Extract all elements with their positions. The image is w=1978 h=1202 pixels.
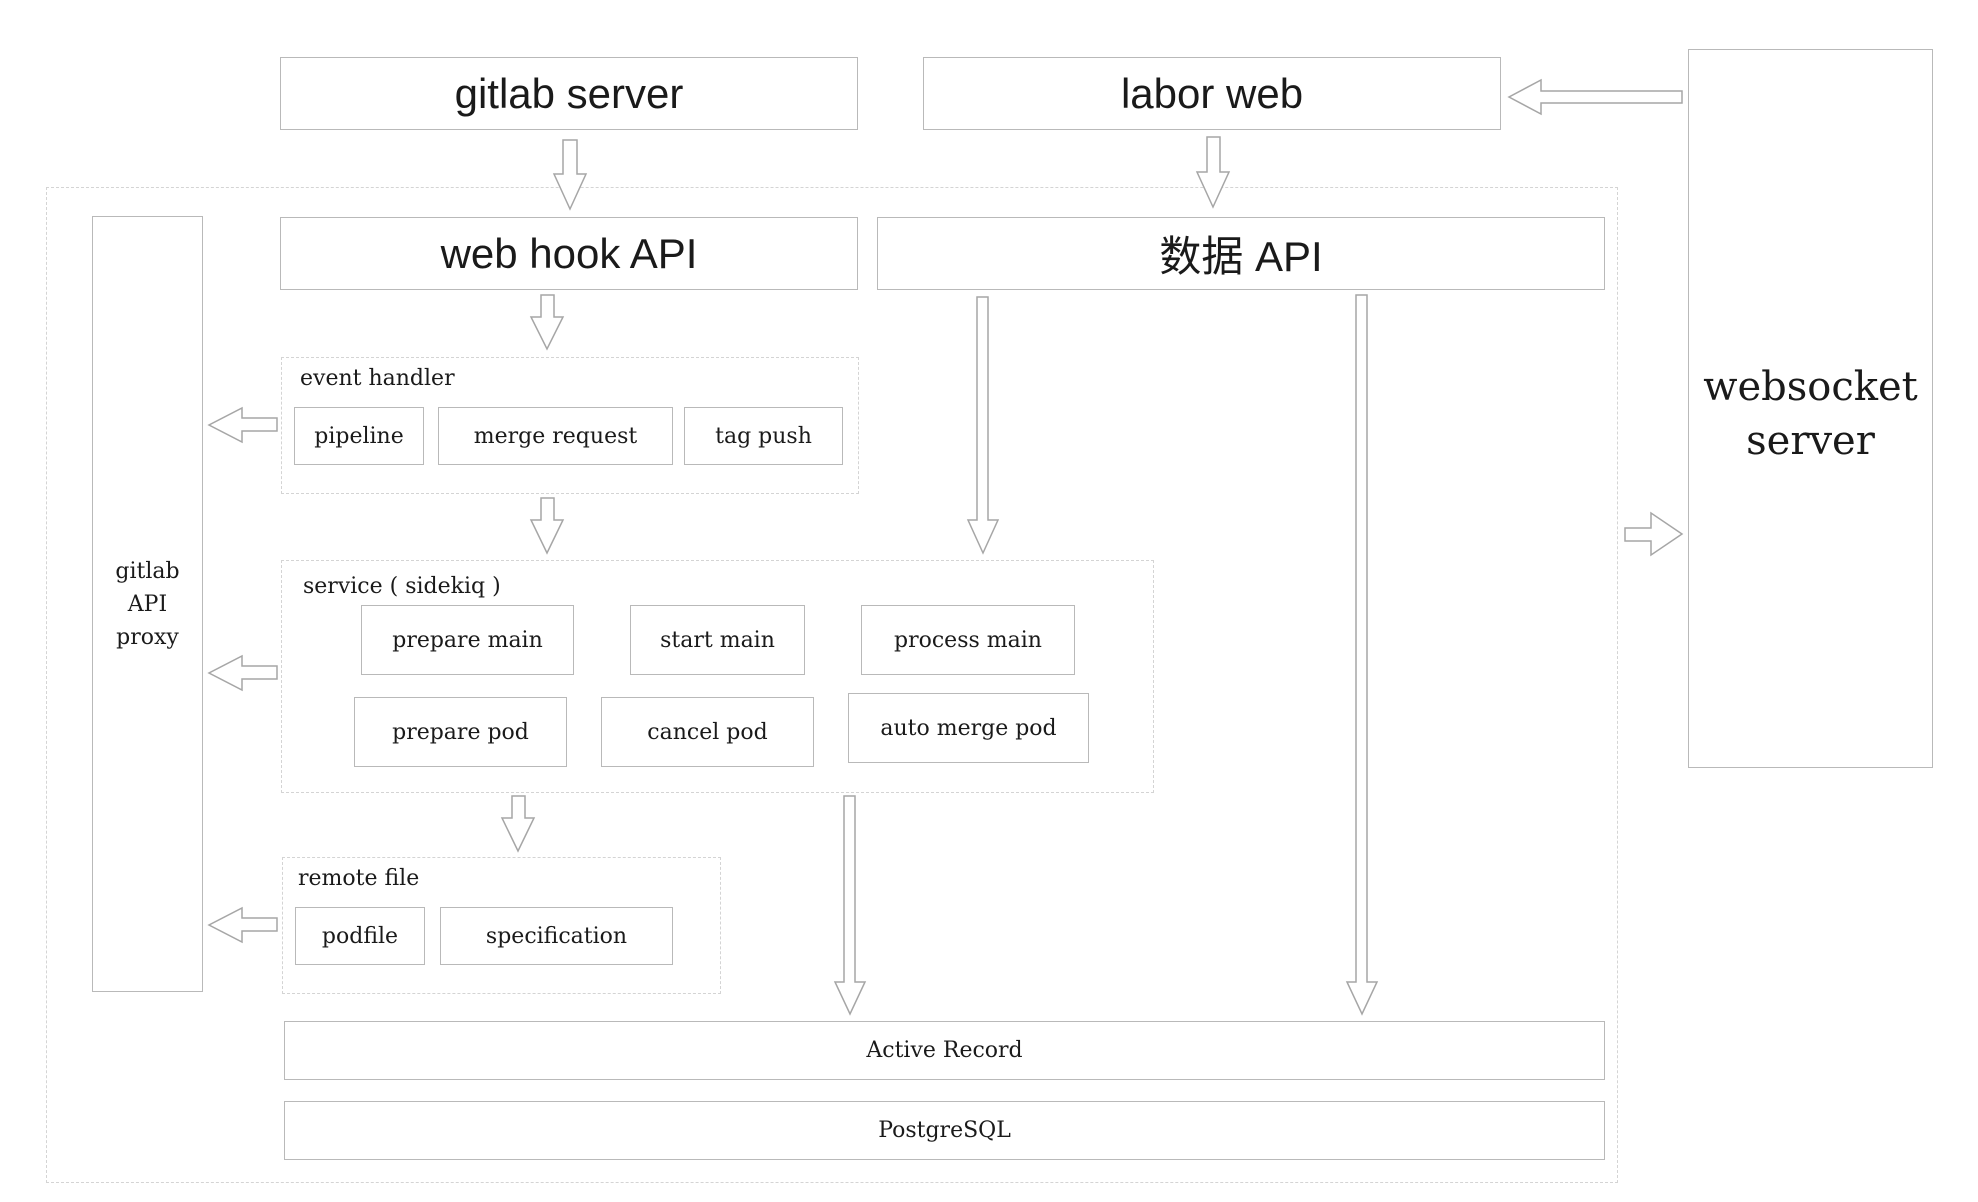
active-record-label: Active Record <box>866 1038 1023 1063</box>
arrow-down-laborweb-to-dataapi <box>1195 136 1231 209</box>
arrow-right-to-websocket <box>1624 511 1684 557</box>
process-main-box: process main <box>861 605 1075 675</box>
auto-merge-pod-label: auto merge pod <box>880 715 1057 741</box>
pipeline-label: pipeline <box>314 423 404 449</box>
labor-web-label: labor web <box>1120 69 1304 117</box>
web-hook-api-box: web hook API <box>280 217 858 290</box>
service-label: service ( sidekiq ) <box>303 574 501 599</box>
merge-request-box: merge request <box>438 407 673 465</box>
remote-file-label: remote file <box>298 866 420 891</box>
cancel-pod-box: cancel pod <box>601 697 814 767</box>
postgresql-box: PostgreSQL <box>284 1101 1605 1160</box>
backend-container <box>46 187 1618 1183</box>
data-api-label: 数据 API <box>1159 233 1323 280</box>
labor-web-box: labor web <box>923 57 1501 130</box>
event-handler-label: event handler <box>300 366 455 391</box>
prepare-pod-box: prepare pod <box>354 697 567 767</box>
websocket-server-box: websocket server <box>1688 49 1933 768</box>
proxy-label-line2: API <box>127 591 168 617</box>
prepare-main-box: prepare main <box>361 605 574 675</box>
arrow-down-webhook-to-event <box>529 294 565 351</box>
websocket-server-label-line1: websocket <box>1703 364 1918 410</box>
arrow-left-service-to-proxy <box>207 654 278 692</box>
prepare-main-label: prepare main <box>392 627 543 653</box>
auto-merge-pod-box: auto merge pod <box>848 693 1089 763</box>
gitlab-server-box: gitlab server <box>280 57 858 130</box>
arrow-left-event-to-proxy <box>207 406 278 444</box>
data-api-box: 数据 API <box>877 217 1605 290</box>
web-hook-api-label: web hook API <box>440 229 698 277</box>
start-main-label: start main <box>660 627 775 653</box>
process-main-label: process main <box>894 627 1042 653</box>
event-handler-group <box>281 357 859 494</box>
proxy-label-line1: gitlab <box>115 558 180 584</box>
proxy-label-line3: proxy <box>116 624 179 650</box>
gitlab-api-proxy-box: gitlab API proxy <box>92 216 203 992</box>
arrow-down-service-to-remote <box>500 795 536 853</box>
service-group <box>281 560 1154 793</box>
arrow-down-event-to-service <box>529 497 565 555</box>
cancel-pod-label: cancel pod <box>647 719 768 745</box>
websocket-server-label-line2: server <box>1746 418 1875 464</box>
arrow-down-dataapi-to-activerecord <box>1345 294 1379 1016</box>
active-record-box: Active Record <box>284 1021 1605 1080</box>
remote-file-group <box>282 857 721 994</box>
specification-label: specification <box>485 923 628 949</box>
postgresql-label: PostgreSQL <box>878 1118 1011 1143</box>
prepare-pod-label: prepare pod <box>392 719 529 745</box>
merge-request-label: merge request <box>473 423 638 449</box>
arrow-down-service-to-activerecord <box>833 795 867 1016</box>
podfile-label: podfile <box>321 923 399 949</box>
specification-box: specification <box>440 907 673 965</box>
podfile-box: podfile <box>295 907 425 965</box>
start-main-box: start main <box>630 605 805 675</box>
arrow-left-websocket-to-laborweb <box>1507 78 1683 116</box>
gitlab-server-label: gitlab server <box>454 69 684 117</box>
pipeline-box: pipeline <box>294 407 424 465</box>
arrow-down-gitlab-to-webhook <box>552 139 588 211</box>
tag-push-label: tag push <box>715 423 812 449</box>
arrow-down-dataapi-to-service <box>966 296 1000 555</box>
tag-push-box: tag push <box>684 407 843 465</box>
arrow-left-remote-to-proxy <box>207 906 278 944</box>
